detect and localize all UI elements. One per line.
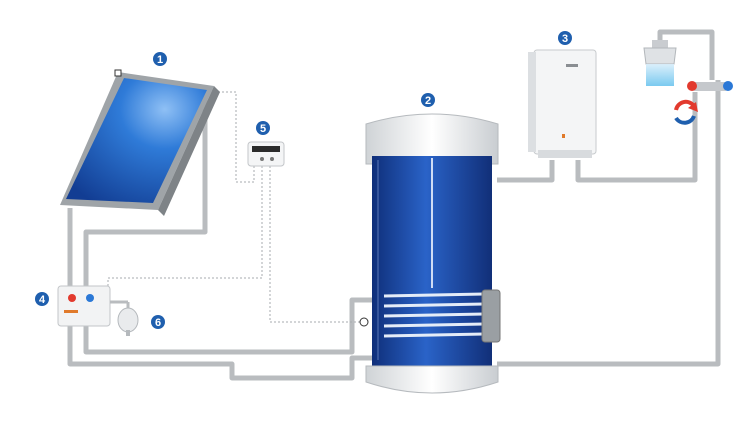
svg-text:2: 2	[425, 95, 431, 107]
station-sensor-wire	[107, 166, 263, 290]
marker-3: 3	[558, 31, 572, 45]
solar-collector	[60, 69, 220, 216]
solar-pump-station	[57, 285, 111, 327]
svg-text:4: 4	[39, 294, 46, 306]
shower-head	[643, 40, 677, 86]
marker-6: 6	[151, 315, 165, 329]
tank-bottom-cap	[365, 365, 499, 394]
tank-sensor-wire	[269, 166, 362, 323]
marker-4: 4	[35, 292, 49, 306]
mixing-tap	[687, 81, 733, 91]
solar-return-pipe	[67, 318, 378, 381]
tank-sensor	[359, 317, 369, 327]
solar-flow-pipe	[83, 297, 378, 355]
tank-flange	[481, 289, 501, 343]
svg-text:1: 1	[157, 54, 163, 66]
collector-side	[158, 86, 220, 216]
expansion-vessel	[110, 300, 139, 336]
collector-glass	[66, 78, 207, 203]
svg-text:6: 6	[155, 317, 161, 329]
svg-text:3: 3	[562, 33, 568, 45]
collector-sensor	[114, 69, 122, 77]
tank-top-cap	[365, 113, 499, 165]
tank-to-boiler-pipe	[497, 160, 555, 183]
boiler-to-tap-pipe	[575, 92, 698, 183]
storage-tank	[359, 113, 501, 394]
collector-return-pipe	[83, 90, 208, 287]
collector-sensor-wire	[214, 91, 255, 183]
marker-5: 5	[256, 121, 270, 135]
cold-water-pipe	[497, 80, 721, 367]
pipe-network	[67, 29, 721, 381]
heat-exchanger-coil	[383, 292, 485, 338]
marker-1: 1	[153, 52, 167, 66]
svg-text:5: 5	[260, 123, 266, 135]
gas-boiler	[528, 49, 597, 158]
circulation-arrow-icon	[674, 99, 698, 125]
solar-controller	[247, 141, 285, 167]
marker-2: 2	[421, 93, 435, 107]
sensor-wiring	[107, 91, 362, 323]
shower-pipe	[657, 29, 715, 80]
